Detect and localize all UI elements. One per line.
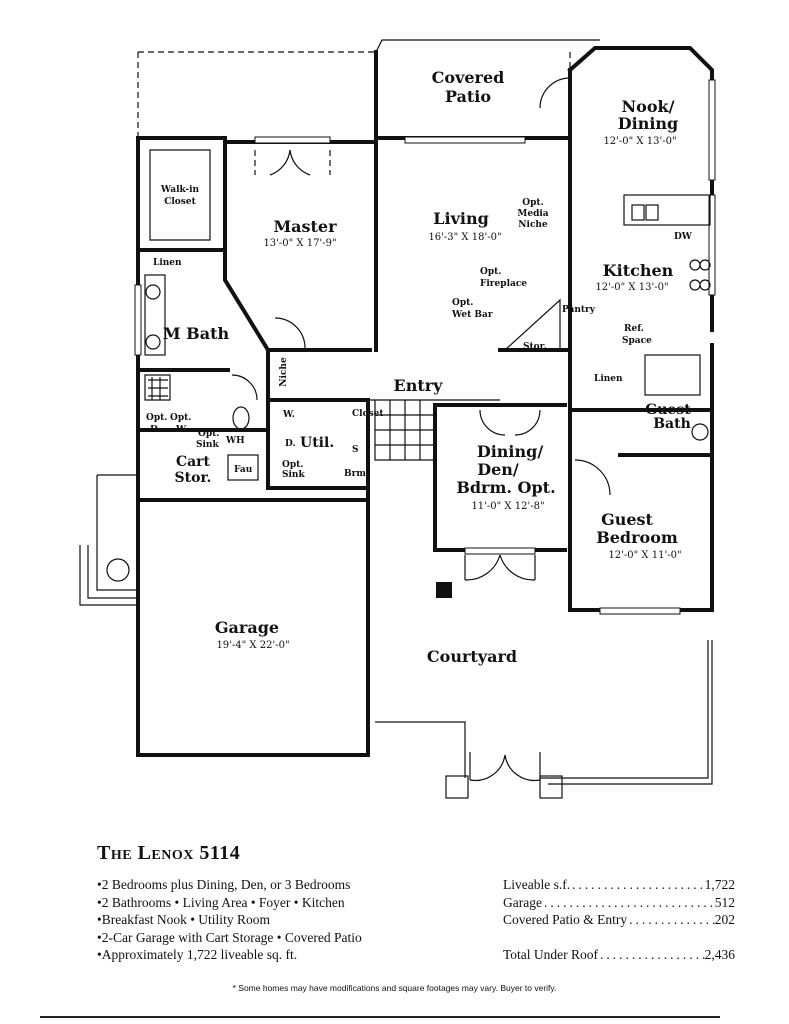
linen-label: Linen	[153, 258, 182, 268]
opt-sink-label: Opt.Sink	[196, 429, 219, 450]
wet-bar-label: Opt.Wet Bar	[451, 298, 493, 320]
bottom-rule	[40, 1016, 720, 1018]
living-label: Living	[433, 209, 489, 228]
courtyard-wall	[375, 640, 713, 799]
nook-label: Nook/Dining	[618, 97, 678, 133]
wh-label: WH	[225, 436, 245, 446]
opt-w-label: Opt.W.	[170, 413, 191, 435]
square-footage-table: Liveable s.f............................…	[503, 876, 735, 964]
closet-label: Closet	[352, 409, 384, 419]
feature-item: 2 Bathrooms • Living Area • Foyer • Kitc…	[97, 894, 362, 912]
feature-item: Breakfast Nook • Utility Room	[97, 911, 362, 929]
nook-dims: 12'-0" X 13'-0"	[603, 136, 676, 147]
doors	[231, 77, 611, 782]
stat-label: Liveable s.f.	[503, 877, 571, 892]
w-label: W.	[282, 410, 295, 420]
garage-label: Garage	[215, 618, 279, 637]
s-label: S	[352, 445, 359, 455]
entry-tile-floor	[374, 400, 452, 598]
dashed-roofline	[137, 51, 571, 175]
stat-label: Garage	[503, 894, 542, 910]
garage-side	[79, 474, 140, 606]
feature-item: 2 Bedrooms plus Dining, Den, or 3 Bedroo…	[97, 876, 362, 894]
util-label: Util.	[300, 435, 334, 451]
disclaimer-note: * Some homes may have modifications and …	[232, 983, 557, 993]
total-label: Total Under Roof	[503, 947, 599, 962]
courtyard-label: Courtyard	[427, 647, 517, 666]
total-row: Total Under Roof........................…	[503, 947, 735, 962]
feature-item: 2-Car Garage with Cart Storage • Covered…	[97, 929, 362, 947]
master-label: Master	[273, 217, 337, 236]
stat-row: Covered Patio & Entry...................…	[503, 912, 735, 927]
guest-bedroom-dims: 12'-0" X 11'-0"	[608, 550, 681, 561]
pantry-label: Pantry	[562, 305, 596, 315]
m-bath-label: M Bath	[163, 324, 230, 343]
stor-label: Stor.	[523, 342, 547, 352]
total-value: 2,436	[704, 947, 735, 962]
opt-d-label: Opt.D.	[146, 413, 167, 435]
plan-title: The Lenox 5114	[97, 842, 241, 864]
stat-row: Garage................................51…	[503, 894, 735, 910]
feature-item: Approximately 1,722 liveable sq. ft.	[97, 946, 362, 964]
dw-label: DW	[674, 232, 693, 242]
stat-label: Covered Patio & Entry	[503, 912, 628, 927]
fau-label: Fau	[234, 465, 253, 475]
dining-label: Dining/Den/Bdrm. Opt.	[456, 442, 555, 497]
ref-space-label: Ref.Space	[622, 324, 652, 346]
kitchen-dims: 12'-0" X 13'-0"	[595, 282, 668, 293]
interior-walls	[136, 138, 714, 552]
kitchen-label: Kitchen	[603, 261, 674, 280]
d-label: D.	[285, 439, 296, 449]
linen-2-label: Linen	[594, 374, 623, 384]
dining-dims: 11'-0" X 12'-8"	[471, 501, 544, 512]
brm-label: Brm	[344, 469, 366, 479]
fireplace-label: Opt.Fireplace	[480, 267, 527, 289]
windows	[134, 79, 716, 615]
entry-label: Entry	[394, 376, 444, 395]
niche-label: Niche	[279, 357, 289, 387]
plan-info: The Lenox 5114 2 Bedrooms plus Dining, D…	[97, 842, 737, 962]
master-dims: 13'-0" X 17'-9"	[263, 238, 336, 249]
stat-value: 202	[714, 912, 735, 927]
stat-value: 512	[714, 894, 735, 910]
stat-value: 1,722	[704, 877, 735, 892]
living-dims: 16'-3" X 18'-0"	[428, 232, 501, 243]
fixtures	[144, 194, 711, 481]
garage-dims: 19'-4" X 22'-0"	[216, 640, 289, 651]
feature-list: 2 Bedrooms plus Dining, Den, or 3 Bedroo…	[97, 876, 362, 964]
opt-sink-2-label: Opt.Sink	[282, 460, 305, 480]
stat-row: Liveable s.f............................…	[503, 877, 735, 892]
